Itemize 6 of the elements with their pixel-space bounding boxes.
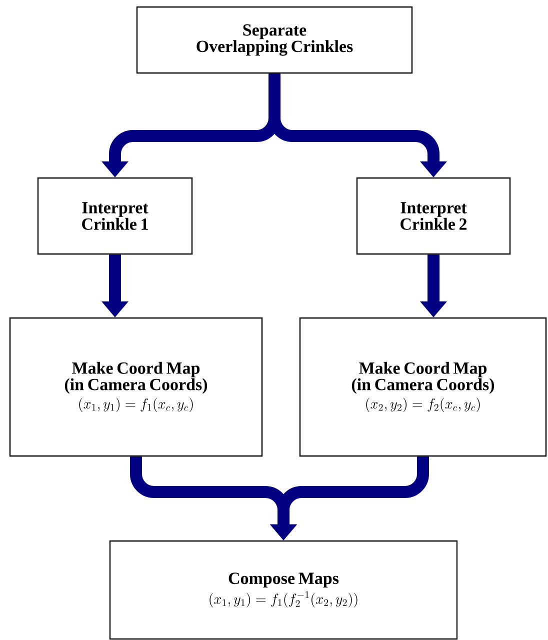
process-box: Make Coord Map (in Camera Coords) $(x_2, y_2) = f_2(x_c, y_c)$: [299, 317, 547, 457]
process-box: Interpret Crinkle 1: [37, 177, 193, 255]
process-box: Interpret Crinkle 2: [356, 177, 511, 255]
process-box: Compose Maps $(x_1, y_1) = f_1( f_2^{-1}(x_2, y_2) )$: [109, 540, 458, 640]
process-box: Separate Overlapping Crinkles: [136, 6, 413, 74]
process-box: Make Coord Map (in Camera Coords) $(x_1, y_1) = f_1(x_c, y_c)$: [9, 317, 263, 457]
